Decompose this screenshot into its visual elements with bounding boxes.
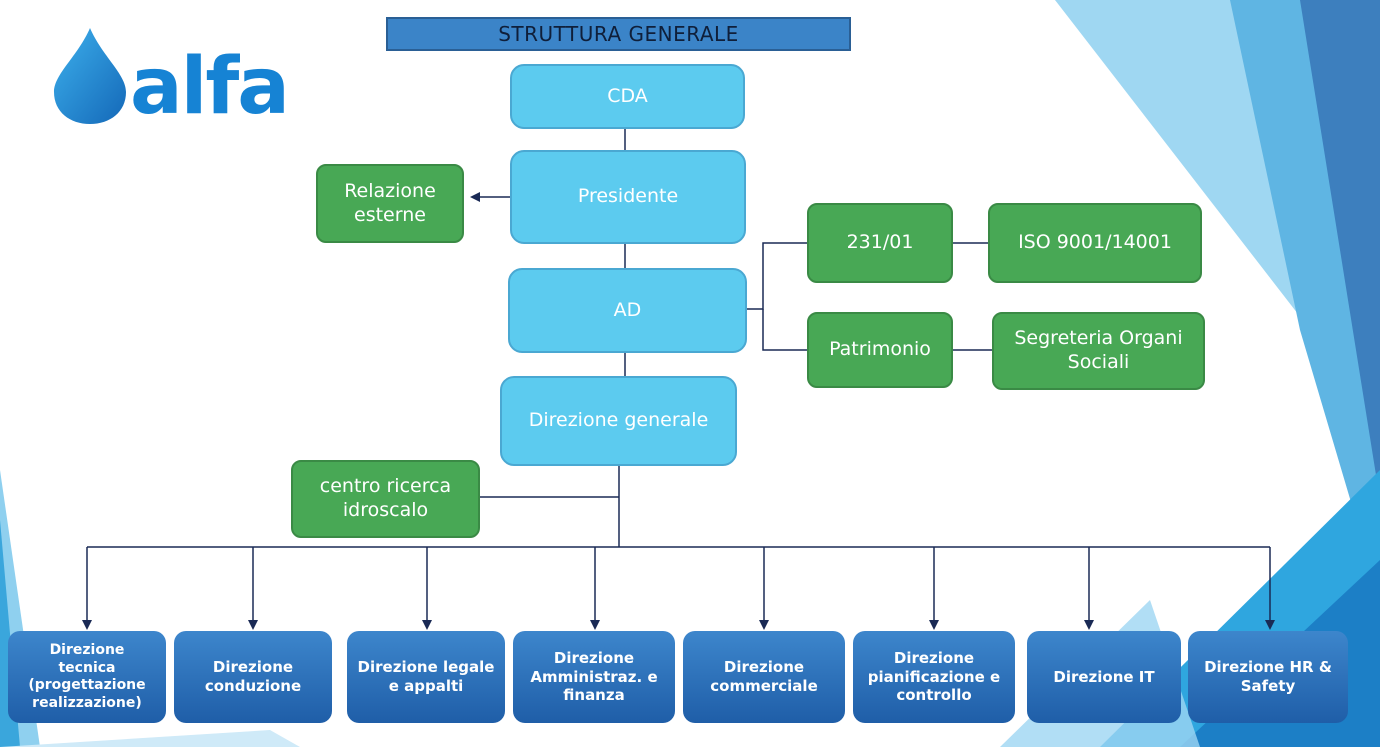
node-patrimonio: Patrimonio xyxy=(807,312,953,388)
node-relazione-esterne: Relazione esterne xyxy=(316,164,464,243)
node-presidente: Presidente xyxy=(510,150,746,244)
node-segreteria: Segreteria Organi Sociali xyxy=(992,312,1205,390)
dept-direzione-legale: Direzione legale e appalti xyxy=(347,631,505,723)
dept-direzione-pianificazione: Direzione pianificazione e controllo xyxy=(853,631,1015,723)
water-drop-logo-icon xyxy=(54,28,126,124)
node-centro-ricerca: centro ricerca idroscalo xyxy=(291,460,480,538)
dept-direzione-amministrazione: Direzione Amministraz. e finanza xyxy=(513,631,675,723)
logo-text: alfa xyxy=(130,42,290,132)
dept-direzione-hr: Direzione HR & Safety xyxy=(1188,631,1348,723)
node-ad: AD xyxy=(508,268,747,353)
node-direzione-generale: Direzione generale xyxy=(500,376,737,466)
dept-direzione-commerciale: Direzione commerciale xyxy=(683,631,845,723)
node-iso: ISO 9001/14001 xyxy=(988,203,1202,283)
page-title: STRUTTURA GENERALE xyxy=(386,17,851,51)
dept-direzione-conduzione: Direzione conduzione xyxy=(174,631,332,723)
dept-direzione-it: Direzione IT xyxy=(1027,631,1181,723)
node-231-01: 231/01 xyxy=(807,203,953,283)
dept-direzione-tecnica: Direzione tecnica (progettazione realizz… xyxy=(8,631,166,723)
node-cda: CDA xyxy=(510,64,745,129)
